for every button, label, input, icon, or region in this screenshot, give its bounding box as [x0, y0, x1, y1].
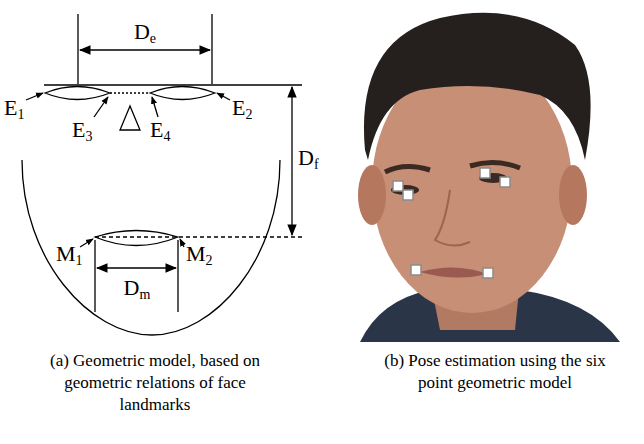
landmark-label: E2 [232, 96, 252, 122]
subfigure-caption: (a) Geometric model, based on geometric … [30, 350, 280, 416]
dimension-label: De [134, 20, 156, 46]
landmark-label: E4 [150, 118, 170, 144]
dimension-label: Df [298, 146, 319, 172]
landmark-label: E1 [4, 96, 24, 122]
landmark-label: M1 [56, 242, 83, 268]
face-photo [340, 0, 632, 342]
landmark-label: E3 [72, 118, 92, 144]
landmark-label: M2 [186, 242, 213, 268]
dimension-label: Dm [124, 276, 151, 302]
subfigure-caption: (b) Pose estimation using the six point … [375, 350, 615, 394]
